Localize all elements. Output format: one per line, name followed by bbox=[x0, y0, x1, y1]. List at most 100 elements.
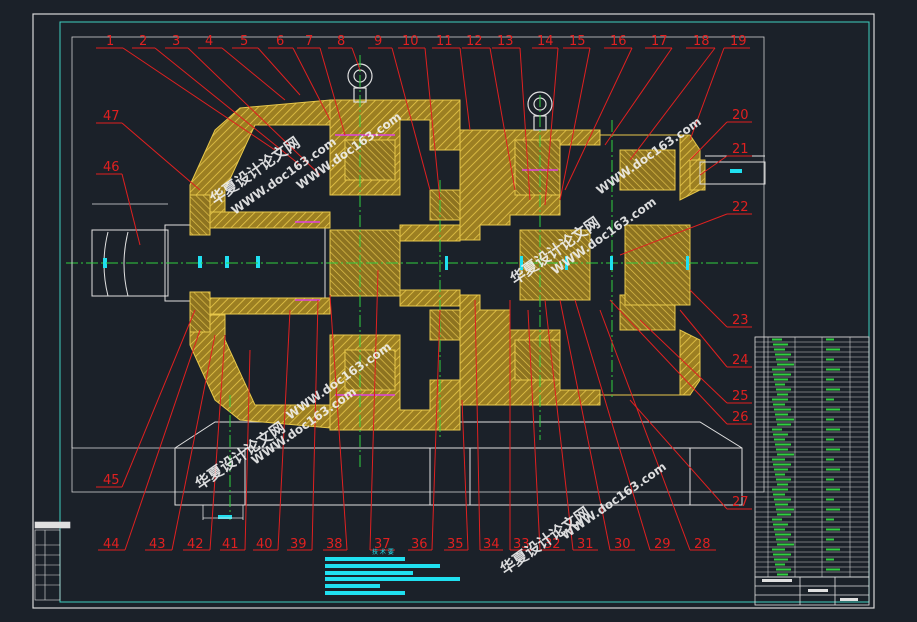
table-cell-mark bbox=[777, 573, 788, 576]
table-cell-mark bbox=[774, 348, 785, 351]
label-top: 4 bbox=[205, 34, 213, 49]
label-right: 22 bbox=[732, 200, 749, 215]
table-cell-mark bbox=[826, 378, 834, 381]
table-cell-mark bbox=[777, 483, 788, 486]
label-top: 13 bbox=[497, 34, 514, 49]
label-right: 24 bbox=[732, 353, 749, 368]
part-numbers: 1 2 3 4 5 6 7 8 9 10 11 12 13 14 15 16 1… bbox=[103, 34, 749, 552]
label-right: 26 bbox=[732, 410, 749, 425]
table-cell-mark bbox=[775, 413, 788, 416]
label-bottom: 35 bbox=[447, 537, 464, 552]
table-cell-mark bbox=[777, 393, 788, 396]
table-cell-mark bbox=[826, 508, 840, 511]
table-cell-mark bbox=[774, 438, 785, 441]
table-cell-mark bbox=[774, 528, 785, 531]
label-bottom: 30 bbox=[614, 537, 631, 552]
label-top: 19 bbox=[730, 34, 747, 49]
label-right: 21 bbox=[732, 142, 749, 157]
table-cell-mark bbox=[826, 488, 840, 491]
table-cell-mark bbox=[773, 523, 788, 526]
label-top: 2 bbox=[139, 34, 147, 49]
label-top: 8 bbox=[337, 34, 345, 49]
table-cell-mark bbox=[775, 563, 785, 566]
label-top: 5 bbox=[240, 34, 248, 49]
label-bottom: 42 bbox=[187, 537, 204, 552]
table-cell-mark bbox=[773, 493, 785, 496]
table-cell-mark bbox=[826, 558, 834, 561]
label-bottom: 37 bbox=[374, 537, 391, 552]
housing-right bbox=[459, 129, 706, 406]
table-cell-mark bbox=[826, 388, 840, 391]
inner-frame bbox=[59, 21, 870, 603]
label-top: 3 bbox=[172, 34, 180, 49]
table-cell-mark bbox=[774, 558, 788, 561]
table-cell-mark bbox=[826, 398, 834, 401]
table-cell-mark bbox=[777, 363, 794, 366]
label-top: 6 bbox=[276, 34, 284, 49]
table-cell-mark bbox=[774, 498, 791, 501]
label-left: 45 bbox=[103, 473, 120, 488]
table-cell-mark bbox=[775, 353, 791, 356]
label-bottom: 41 bbox=[222, 537, 239, 552]
label-bottom: 29 bbox=[654, 537, 671, 552]
table-cell-mark bbox=[826, 458, 834, 461]
table-cell-mark bbox=[773, 343, 788, 346]
table-cell-mark bbox=[826, 568, 840, 571]
label-top: 7 bbox=[305, 34, 313, 49]
outer-frame bbox=[32, 13, 875, 609]
label-top: 1 bbox=[106, 34, 114, 49]
table-cell-mark bbox=[826, 418, 834, 421]
watermark-url: WWW.doc163.com bbox=[559, 459, 669, 542]
table-cell-mark bbox=[772, 428, 782, 431]
table-cell-mark bbox=[775, 503, 788, 506]
label-bottom: 34 bbox=[483, 537, 500, 552]
technical-requirements: 技 术 要 bbox=[325, 548, 460, 595]
label-left: 46 bbox=[103, 160, 120, 175]
label-top: 12 bbox=[466, 34, 483, 49]
table-cell-mark bbox=[772, 488, 788, 491]
table-cell-mark bbox=[826, 358, 834, 361]
table-cell-mark bbox=[826, 528, 840, 531]
table-cell-mark bbox=[826, 518, 834, 521]
table-cell-mark bbox=[826, 408, 840, 411]
label-left: 47 bbox=[103, 109, 120, 124]
watermark-cn: 华夏设计论文网 bbox=[192, 418, 288, 493]
label-right: 20 bbox=[732, 108, 749, 123]
label-bottom: 38 bbox=[326, 537, 343, 552]
table-cell-mark bbox=[826, 448, 840, 451]
table-cell-mark bbox=[826, 468, 840, 471]
label-right: 25 bbox=[732, 389, 749, 404]
table-cell-mark bbox=[826, 428, 840, 431]
table-cell-mark bbox=[774, 468, 788, 471]
table-cell-mark bbox=[775, 473, 785, 476]
title-block bbox=[754, 576, 870, 606]
label-top: 18 bbox=[693, 34, 710, 49]
table-cell-mark bbox=[826, 498, 834, 501]
label-bottom: 28 bbox=[694, 537, 711, 552]
label-bottom: 44 bbox=[103, 537, 120, 552]
table-cell-mark bbox=[776, 448, 788, 451]
label-top: 17 bbox=[651, 34, 668, 49]
label-bottom: 43 bbox=[149, 537, 166, 552]
table-cell-mark bbox=[777, 453, 794, 456]
label-top: 10 bbox=[402, 34, 419, 49]
table-cell-mark bbox=[776, 538, 788, 541]
table-cell-mark bbox=[826, 338, 834, 341]
table-cell-mark bbox=[775, 533, 791, 536]
table-cell-mark bbox=[777, 423, 791, 426]
table-cell-mark bbox=[772, 548, 785, 551]
table-cell-mark bbox=[773, 373, 791, 376]
table-cell-mark bbox=[773, 463, 791, 466]
table-cell-mark bbox=[777, 543, 794, 546]
base-stand bbox=[174, 421, 743, 506]
table-cell-mark bbox=[776, 388, 791, 391]
housing-left bbox=[189, 99, 331, 429]
table-cell-mark bbox=[773, 433, 788, 436]
leader-lines bbox=[96, 47, 752, 551]
output-shaft bbox=[699, 155, 766, 185]
label-bottom: 31 bbox=[577, 537, 594, 552]
label-bottom: 40 bbox=[256, 537, 273, 552]
table-cell-mark bbox=[826, 538, 834, 541]
table-cell-mark bbox=[826, 438, 834, 441]
